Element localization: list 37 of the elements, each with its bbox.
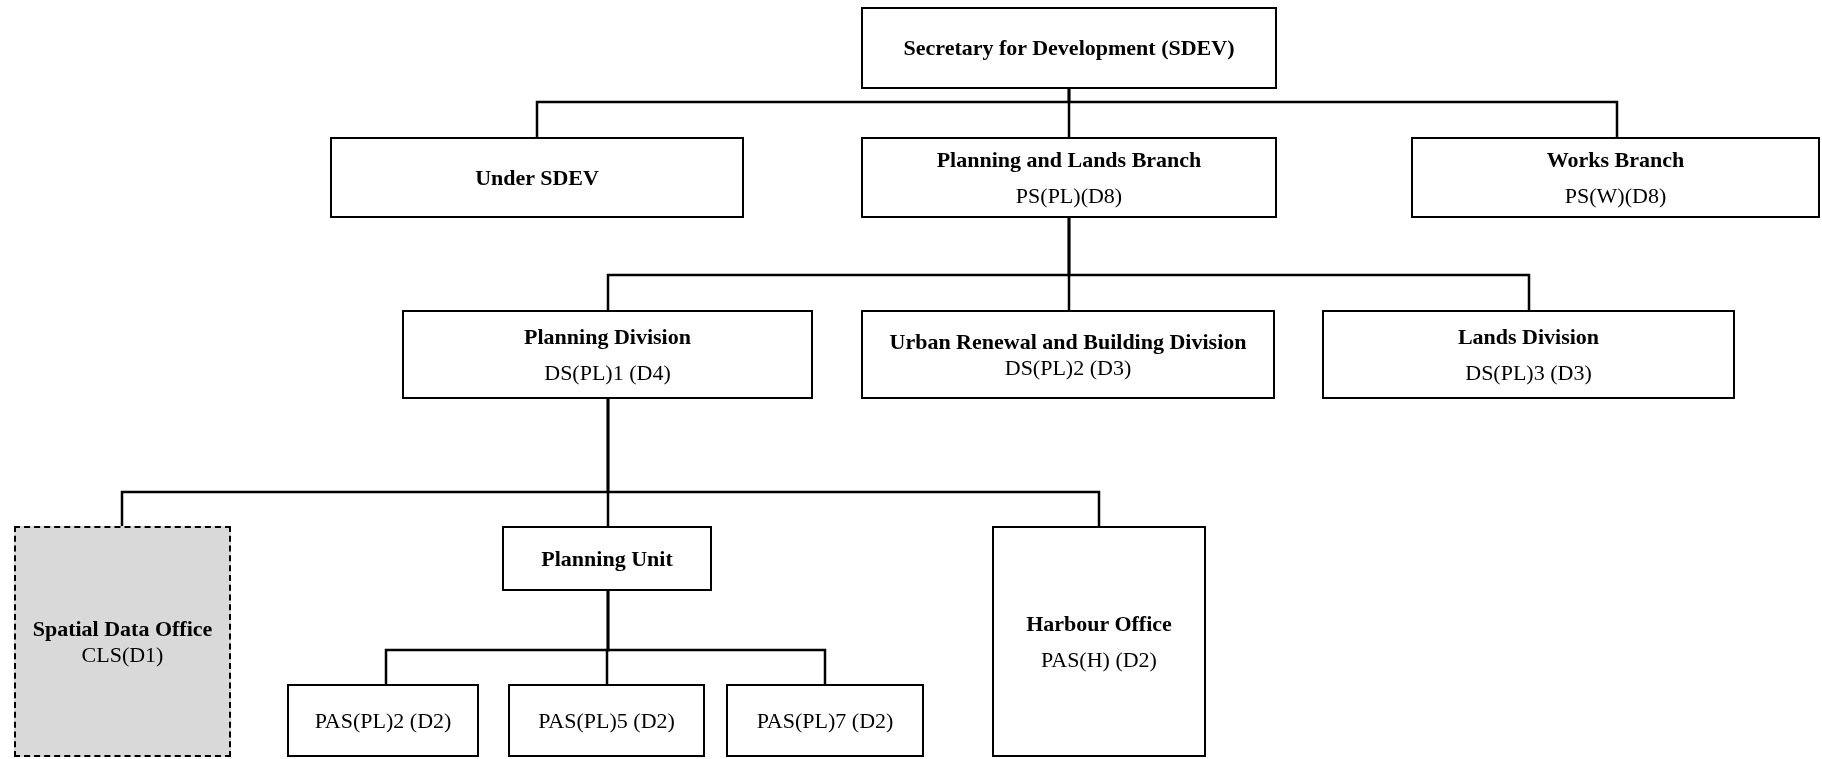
unit-name: PAS(PL)5 (D2) — [538, 706, 675, 735]
unit-name: PAS(PL)7 (D2) — [756, 706, 894, 735]
connector-line — [1067, 89, 1619, 137]
connector-line — [606, 591, 827, 684]
connector-line — [606, 399, 1101, 526]
post-rank: DS(PL)1 (D4) — [544, 358, 671, 387]
unit-name: Planning Unit — [541, 544, 673, 573]
org-unit-box — [287, 684, 479, 757]
post-rank: DS(PL)2 (D3) — [1004, 354, 1132, 381]
unit-name: Under SDEV — [475, 163, 599, 192]
org-unit-box — [726, 684, 924, 757]
post-rank: DS(PL)3 (D3) — [1465, 358, 1592, 387]
org-unit-box — [1411, 137, 1820, 218]
unit-name: Works Branch — [1546, 145, 1685, 174]
unit-name: Planning Division — [524, 322, 691, 351]
org-unit-box — [861, 310, 1275, 399]
org-unit-box — [861, 137, 1277, 218]
post-rank: PS(PL)(D8) — [1015, 181, 1123, 210]
unit-name: Urban Renewal and Building Division — [889, 328, 1247, 355]
connector-line — [1067, 218, 1531, 310]
unit-name: Harbour Office — [1026, 609, 1172, 638]
org-unit-box — [861, 7, 1277, 89]
unit-name: Secretary for Development (SDEV) — [903, 34, 1235, 62]
org-unit-box — [14, 526, 231, 757]
unit-name: Planning and Lands Branch — [936, 145, 1202, 174]
unit-name: Lands Division — [1457, 322, 1600, 351]
org-unit-box — [992, 526, 1206, 757]
post-rank: CLS(D1) — [81, 641, 164, 668]
org-unit-box — [508, 684, 705, 757]
org-unit-box — [502, 526, 712, 591]
org-unit-box — [402, 310, 813, 399]
post-rank: PAS(H) (D2) — [1041, 645, 1157, 674]
post-rank: PS(W)(D8) — [1564, 181, 1667, 210]
unit-name: Spatial Data Office — [32, 615, 213, 642]
unit-name: PAS(PL)2 (D2) — [314, 706, 452, 735]
org-unit-box — [330, 137, 744, 218]
org-unit-box — [1322, 310, 1735, 399]
